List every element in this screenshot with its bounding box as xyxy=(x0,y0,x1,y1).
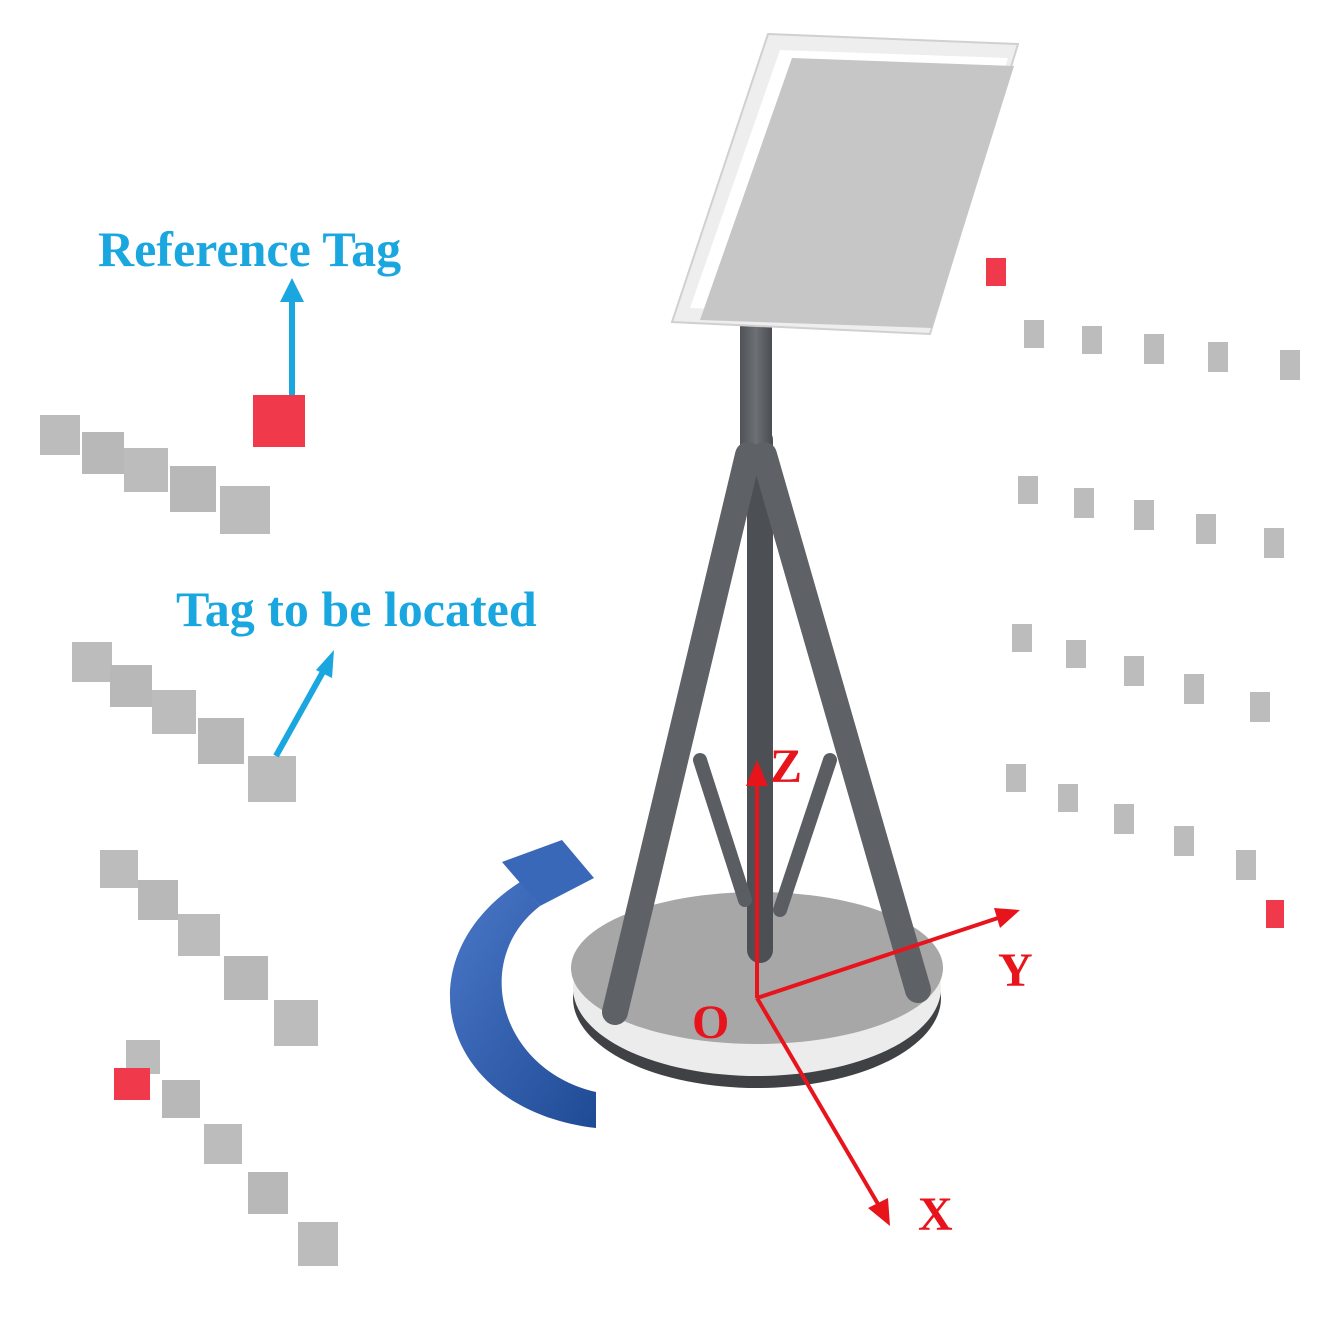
right-tag-array xyxy=(986,258,1300,928)
curved-rotation-arrow-icon xyxy=(449,840,596,1128)
tag xyxy=(248,1172,288,1214)
tag xyxy=(40,415,80,455)
tag xyxy=(1114,804,1134,834)
x-axis-label: X xyxy=(918,1188,953,1241)
tag xyxy=(1184,674,1204,704)
tag xyxy=(152,690,196,734)
tag xyxy=(72,642,112,682)
tag xyxy=(1074,488,1094,518)
y-arrow-icon xyxy=(994,908,1020,928)
x-axis xyxy=(755,996,880,1206)
origin-label: O xyxy=(692,996,729,1049)
tag xyxy=(220,486,270,534)
tag xyxy=(274,1000,318,1046)
tag-to-be-located xyxy=(248,756,296,802)
antenna-panel xyxy=(670,32,1020,336)
tag xyxy=(1124,656,1144,686)
reference-tag xyxy=(986,258,1006,286)
antenna-stand xyxy=(602,320,931,1025)
tag xyxy=(100,850,138,888)
left-tag-array xyxy=(40,395,338,1266)
tag-to-be-located-arrow xyxy=(273,668,327,758)
reference-tag-callout: Reference Tag xyxy=(98,221,401,395)
y-axis xyxy=(756,916,999,1000)
tag xyxy=(138,880,178,920)
tag xyxy=(1264,528,1284,558)
x-arrow-icon xyxy=(868,1198,890,1226)
tag xyxy=(1006,764,1026,792)
tag xyxy=(1066,640,1086,668)
tag xyxy=(1012,624,1032,652)
z-axis-label: Z xyxy=(770,740,802,793)
tag xyxy=(204,1124,242,1164)
coordinate-axes: Z Y X O xyxy=(692,740,1033,1241)
y-axis-label: Y xyxy=(998,944,1033,997)
tag xyxy=(170,466,216,512)
tag xyxy=(110,665,152,707)
tag xyxy=(162,1080,200,1118)
reference-tag xyxy=(114,1068,150,1100)
tag xyxy=(1024,320,1044,348)
tag xyxy=(1058,784,1078,812)
reference-tag-label: Reference Tag xyxy=(98,221,401,277)
tag xyxy=(1208,342,1228,372)
tag xyxy=(298,1222,338,1266)
arrow-head-icon xyxy=(280,278,304,302)
arrow-head-icon xyxy=(316,650,334,678)
tag xyxy=(82,432,124,474)
tag xyxy=(224,956,268,1000)
tag xyxy=(1196,514,1216,544)
tag xyxy=(1134,500,1154,530)
tag xyxy=(178,914,220,956)
tag xyxy=(124,448,168,492)
reference-tag xyxy=(253,395,305,447)
tag xyxy=(198,718,244,764)
tag xyxy=(1280,350,1300,380)
tag-to-be-located-label: Tag to be located xyxy=(176,581,537,637)
z-arrow-icon xyxy=(746,760,768,786)
tag xyxy=(1174,826,1194,856)
tag xyxy=(1018,476,1038,504)
tag xyxy=(1144,334,1164,364)
tag xyxy=(1236,850,1256,880)
tag-to-be-located-callout: Tag to be located xyxy=(176,581,537,758)
tag xyxy=(1082,326,1102,354)
reference-tag xyxy=(1266,900,1284,928)
tag xyxy=(1250,692,1270,722)
